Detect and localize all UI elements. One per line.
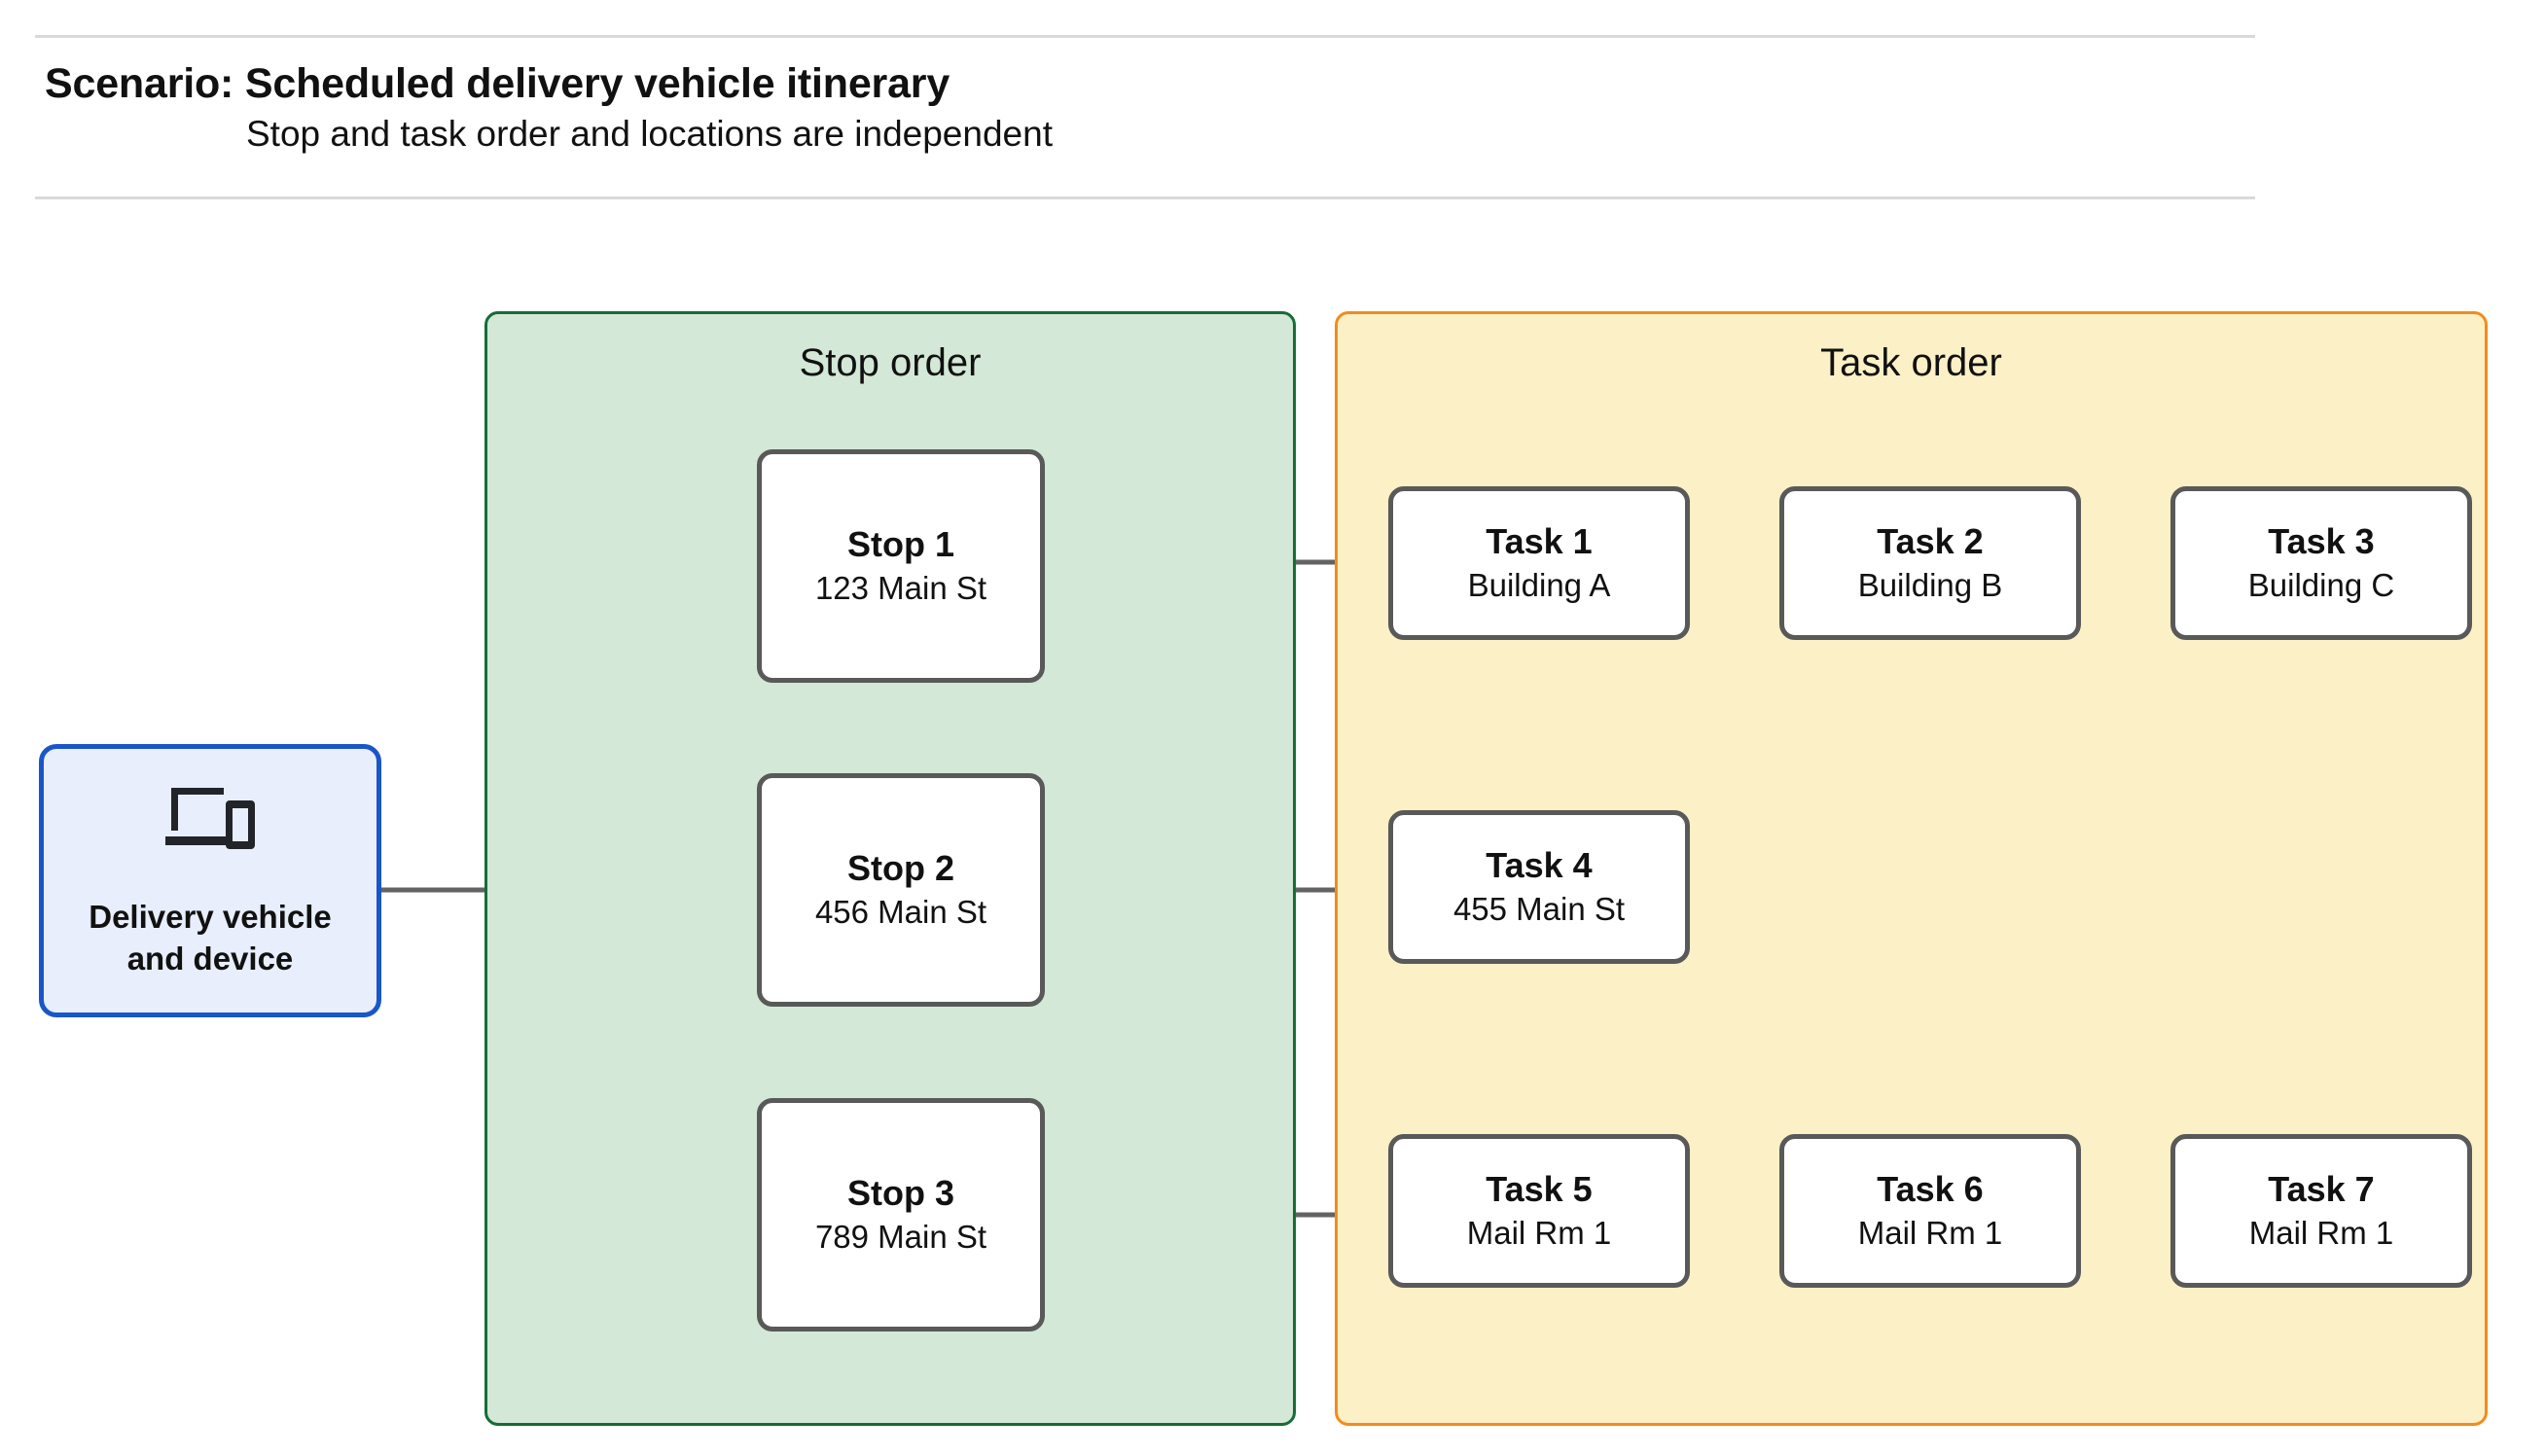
delivery-vehicle-and-device-node[interactable]: Delivery vehicle and device (39, 744, 381, 1017)
page-subtitle: Stop and task order and locations are in… (246, 114, 1053, 154)
task-order-title: Task order (1820, 341, 2002, 384)
stop-node-address: 789 Main St (814, 1219, 987, 1256)
task-node-5[interactable]: Task 5 Mail Rm 1 (1388, 1134, 1690, 1288)
task-node-title: Task 3 (2268, 520, 2375, 561)
task-node-title: Task 4 (1486, 844, 1593, 885)
task-node-1[interactable]: Task 1 Building A (1388, 486, 1690, 640)
task-node-title: Task 6 (1877, 1168, 1984, 1209)
task-node-location: Mail Rm 1 (2248, 1215, 2394, 1252)
task-node-title: Task 5 (1486, 1168, 1593, 1209)
task-node-6[interactable]: Task 6 Mail Rm 1 (1779, 1134, 2081, 1288)
stop-order-title: Stop order (799, 341, 982, 384)
stop-node-title: Stop 2 (846, 847, 954, 888)
stop-node-address: 123 Main St (814, 570, 987, 607)
stop-node-title: Stop 1 (846, 523, 954, 564)
device-node-label: Delivery vehicle and device (89, 899, 332, 977)
stop-node-1[interactable]: Stop 1 123 Main St (757, 449, 1045, 683)
header-divider-bottom (35, 196, 2255, 199)
task-node-4[interactable]: Task 4 455 Main St (1388, 810, 1690, 964)
task-node-location: Building B (1857, 567, 2003, 604)
page-title: Scenario: Scheduled delivery vehicle iti… (45, 60, 950, 107)
task-node-title: Task 2 (1877, 520, 1984, 561)
task-node-location: Building C (2247, 567, 2395, 604)
task-node-title: Task 1 (1486, 520, 1593, 561)
stop-node-address: 456 Main St (814, 894, 987, 931)
devices-icon (165, 788, 255, 850)
task-node-title: Task 7 (2268, 1168, 2375, 1209)
stop-node-title: Stop 3 (846, 1172, 954, 1213)
task-node-3[interactable]: Task 3 Building C (2170, 486, 2472, 640)
task-node-location: 455 Main St (1452, 891, 1626, 928)
header-divider-top (35, 35, 2255, 38)
stop-node-3[interactable]: Stop 3 789 Main St (757, 1098, 1045, 1332)
task-node-7[interactable]: Task 7 Mail Rm 1 (2170, 1134, 2472, 1288)
task-node-2[interactable]: Task 2 Building B (1779, 486, 2081, 640)
task-node-location: Mail Rm 1 (1466, 1215, 1612, 1252)
task-node-location: Building A (1467, 567, 1611, 604)
task-node-location: Mail Rm 1 (1857, 1215, 2003, 1252)
stop-node-2[interactable]: Stop 2 456 Main St (757, 773, 1045, 1007)
